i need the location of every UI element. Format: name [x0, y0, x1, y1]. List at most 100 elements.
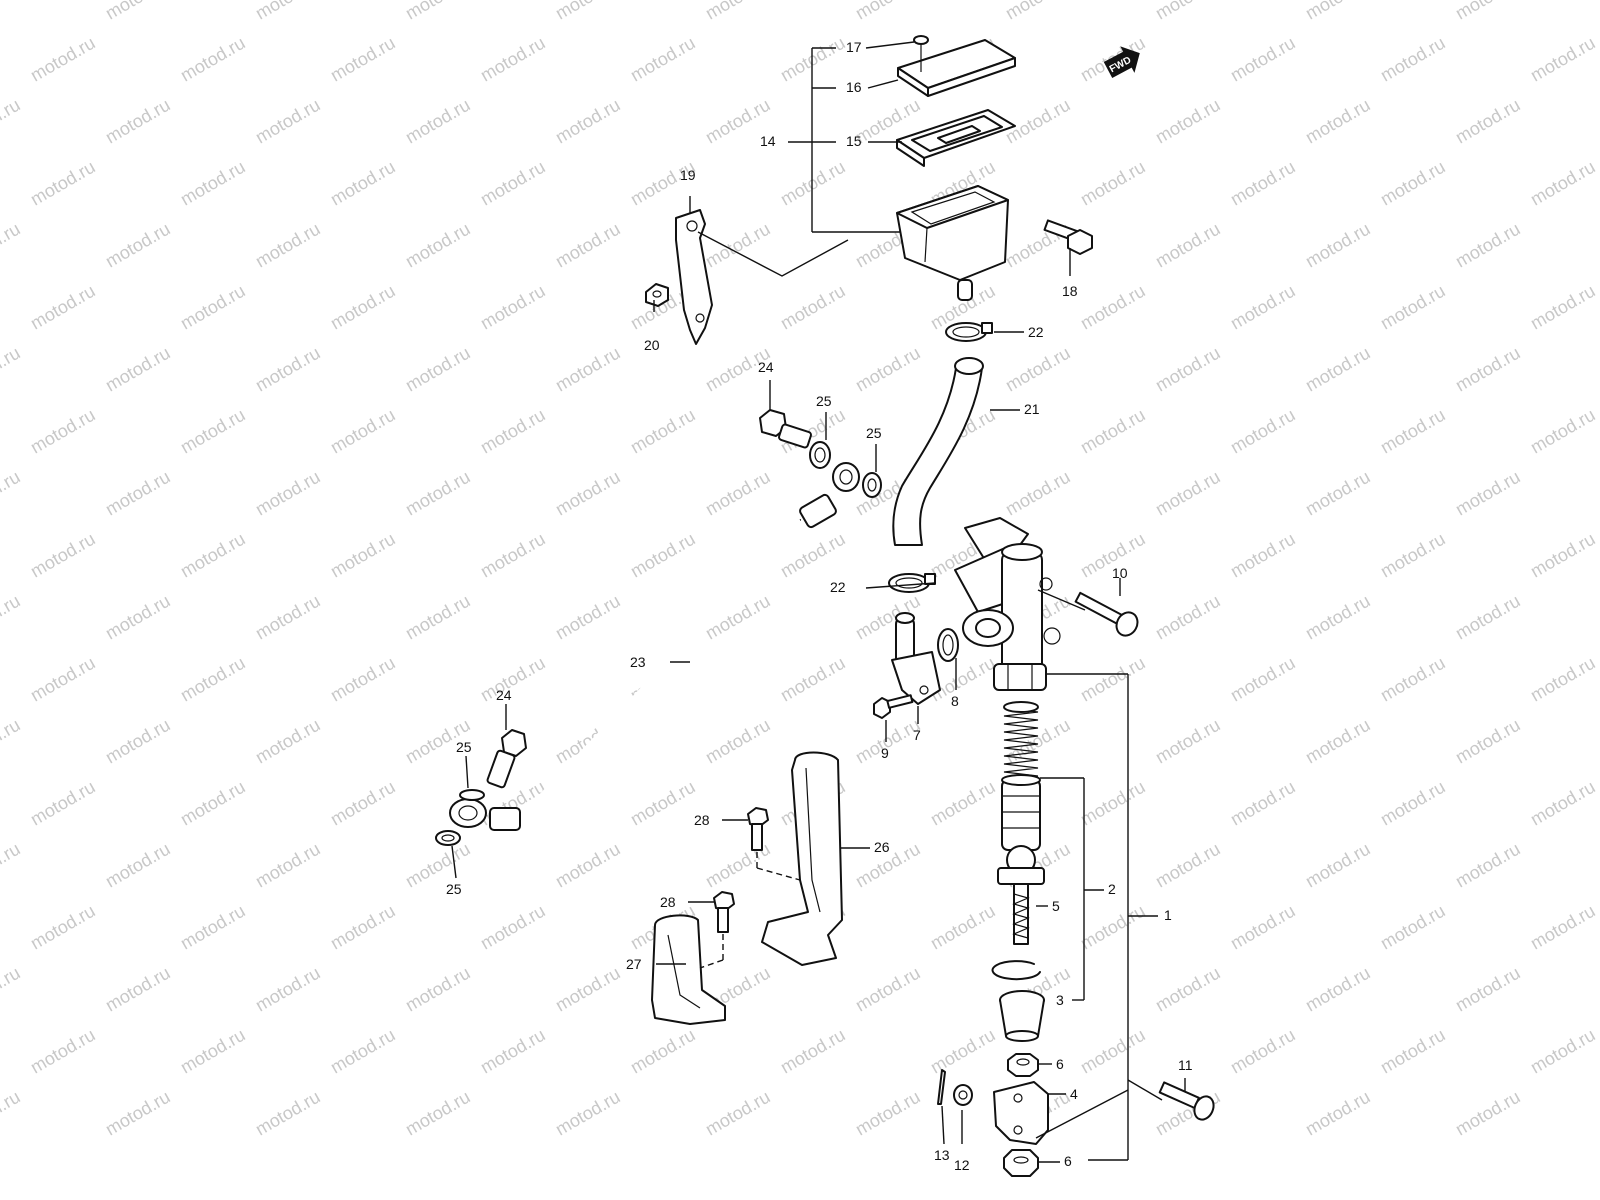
label-17: 17	[846, 39, 862, 55]
piston	[1001, 774, 1041, 851]
watermark-text: motod.ru	[1227, 529, 1299, 582]
watermark-text: motod.ru	[702, 715, 774, 768]
watermark-text: motod.ru	[0, 467, 24, 520]
label-19: 19	[680, 167, 696, 183]
reservoir-bolt	[1043, 219, 1093, 255]
reservoir-bracket	[675, 209, 713, 345]
watermark-text: motod.ru	[477, 281, 549, 334]
watermark-text: motod.ru	[0, 0, 24, 23]
watermark-text: motod.ru	[0, 839, 24, 892]
label-12: 12	[954, 1157, 970, 1173]
watermark-text: motod.ru	[702, 1087, 774, 1140]
watermark-text: motod.ru	[1227, 281, 1299, 334]
watermark-text: motod.ru	[1077, 281, 1149, 334]
watermark-text: motod.ru	[852, 1087, 924, 1140]
watermark-text: motod.ru	[27, 157, 99, 210]
watermark-text: motod.ru	[477, 529, 549, 582]
sealing-washer-2	[862, 472, 882, 498]
watermark-text: motod.ru	[1077, 405, 1149, 458]
label-28-top: 28	[694, 812, 710, 828]
watermark-text: motod.ru	[1302, 591, 1374, 644]
return-spring	[1003, 701, 1039, 777]
watermark-text: motod.ru	[777, 157, 849, 210]
watermark-text: motod.ru	[1002, 0, 1074, 23]
label-22-top: 22	[1028, 324, 1044, 340]
label-13: 13	[934, 1147, 950, 1163]
label-25-d: 25	[446, 881, 462, 897]
watermark-text: motod.ru	[1152, 343, 1224, 396]
watermark-text: motod.ru	[627, 529, 699, 582]
watermark-text: motod.ru	[1452, 343, 1524, 396]
watermark-text: motod.ru	[927, 901, 999, 954]
watermark-text: motod.ru	[777, 281, 849, 334]
watermark-text: motod.ru	[1452, 591, 1524, 644]
watermark-text: motod.ru	[1377, 281, 1449, 334]
connector-screw	[873, 694, 914, 719]
watermark-text: motod.ru	[927, 777, 999, 830]
o-ring	[937, 628, 959, 662]
watermark-text: motod.ru	[1077, 1025, 1149, 1078]
watermark-text: motod.ru	[1302, 0, 1374, 23]
watermark-text: motod.ru	[402, 467, 474, 520]
watermark-text: motod.ru	[1077, 777, 1149, 830]
label-24-top: 24	[758, 359, 774, 375]
watermark-text: motod.ru	[102, 591, 174, 644]
watermark-text: motod.ru	[1152, 95, 1224, 148]
watermark-text: motod.ru	[852, 963, 924, 1016]
label-22-bottom: 22	[830, 579, 846, 595]
watermark-text: motod.ru	[552, 219, 624, 272]
hose-guard-large	[761, 751, 843, 966]
watermark-text: motod.ru	[327, 281, 399, 334]
sealing-washer-3	[459, 789, 485, 801]
watermark-text: motod.ru	[27, 653, 99, 706]
watermark-text: motod.ru	[1302, 467, 1374, 520]
watermark-text: motod.ru	[1377, 157, 1449, 210]
watermark-text: motod.ru	[1227, 777, 1299, 830]
watermark-text: motod.ru	[1077, 157, 1149, 210]
label-2: 2	[1108, 881, 1116, 897]
watermark-text: motod.ru	[177, 405, 249, 458]
watermark-text: motod.ru	[0, 715, 24, 768]
watermark-text: motod.ru	[927, 1025, 999, 1078]
banjo-bolt-lower	[486, 729, 527, 789]
watermark-text: motod.ru	[177, 281, 249, 334]
cap-screw	[913, 35, 929, 72]
dust-boot	[999, 990, 1045, 1042]
watermark-text: motod.ru	[1077, 653, 1149, 706]
watermark-text: motod.ru	[627, 33, 699, 86]
watermark-text: motod.ru	[1452, 467, 1524, 520]
watermark-text: motod.ru	[402, 343, 474, 396]
watermark-text: motod.ru	[477, 33, 549, 86]
clevis-washer	[953, 1084, 973, 1106]
clevis-pin	[1158, 1081, 1215, 1121]
watermark-text: motod.ru	[1452, 715, 1524, 768]
reservoir-cap	[897, 39, 1016, 97]
hose-guard-small	[651, 914, 726, 1025]
watermark-text: motod.ru	[1527, 157, 1599, 210]
reservoir-diaphragm	[896, 109, 1016, 167]
watermark-text: motod.ru	[1227, 405, 1299, 458]
watermark-text: motod.ru	[177, 777, 249, 830]
watermark-text: motod.ru	[1452, 219, 1524, 272]
watermark-text: motod.ru	[777, 33, 849, 86]
watermark-text: motod.ru	[252, 715, 324, 768]
label-3: 3	[1056, 992, 1064, 1008]
watermark-text: motod.ru	[327, 901, 399, 954]
label-15: 15	[846, 133, 862, 149]
watermark-text: motod.ru	[177, 33, 249, 86]
watermark-text: motod.ru	[1452, 95, 1524, 148]
watermark-text: motod.ru	[1527, 653, 1599, 706]
label-11: 11	[1178, 1057, 1193, 1073]
label-28-bottom: 28	[660, 894, 676, 910]
watermark-text: motod.ru	[1227, 653, 1299, 706]
circlip	[991, 960, 1041, 981]
watermark-text: motod.ru	[1227, 1025, 1299, 1078]
watermark-text: motod.ru	[252, 591, 324, 644]
watermark-text: motod.ru	[327, 777, 399, 830]
watermark-text: motod.ru	[1227, 33, 1299, 86]
label-7: 7	[913, 727, 921, 743]
guard-bolt-lower	[713, 891, 735, 933]
watermark-text: motod.ru	[477, 157, 549, 210]
watermark-text: motod.ru	[627, 405, 699, 458]
